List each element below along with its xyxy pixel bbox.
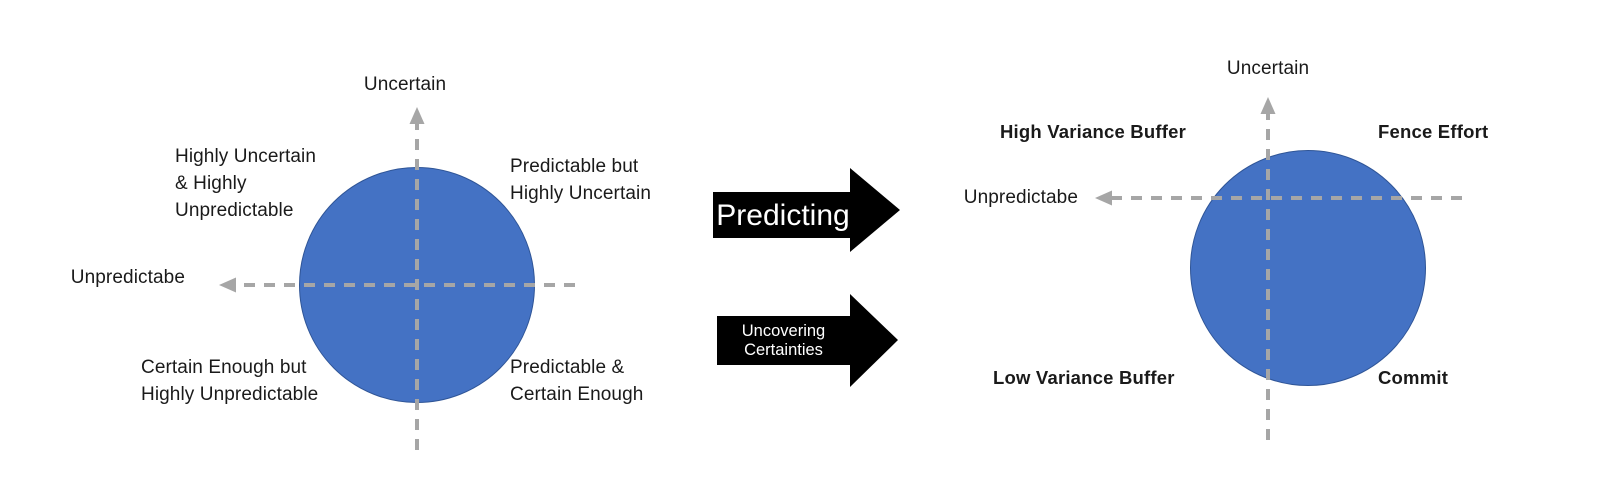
right-quadrant-label-top-right: Fence Effort (1378, 121, 1489, 142)
left-quadrant-label-bottom-left: Certain Enough but Highly Unpredictable (141, 357, 319, 405)
left-quadrant-label-bottom-right: Predictable & Certain Enough (510, 357, 644, 405)
right-y-axis-arrowhead (1260, 97, 1276, 114)
right-uncertainty-circle (1190, 150, 1426, 386)
uncovering-certainties-arrow-label: Uncovering Certainties (741, 322, 826, 359)
right-y-axis-label: Uncertain (1226, 58, 1310, 79)
right-x-axis-label: Unpredictabe (963, 187, 1078, 208)
predicting-arrow-shape (713, 168, 900, 252)
left-y-axis-label: Uncertain (363, 74, 447, 95)
left-quadrant-label-top-left: Highly Uncertain & Highly Unpredictable (175, 146, 316, 221)
left-quadrant-label-top-right: Predictable but Highly Uncertain (510, 156, 651, 204)
right-x-axis-arrowhead (1095, 190, 1112, 206)
predicting-arrow-label: Predicting (716, 199, 850, 233)
left-x-axis-label: Unpredictabe (70, 267, 185, 288)
predicting-arrow: Predicting (700, 160, 910, 260)
right-quadrant-label-bottom-right: Commit (1378, 367, 1449, 388)
uncovering-certainties-arrow: Uncovering Certainties (700, 288, 910, 393)
right-quadrant-label-top-left: High Variance Buffer (1000, 121, 1186, 142)
right-quadrant-label-bottom-left: Low Variance Buffer (993, 367, 1175, 388)
uncovering-certainties-arrow-shape (717, 294, 898, 387)
